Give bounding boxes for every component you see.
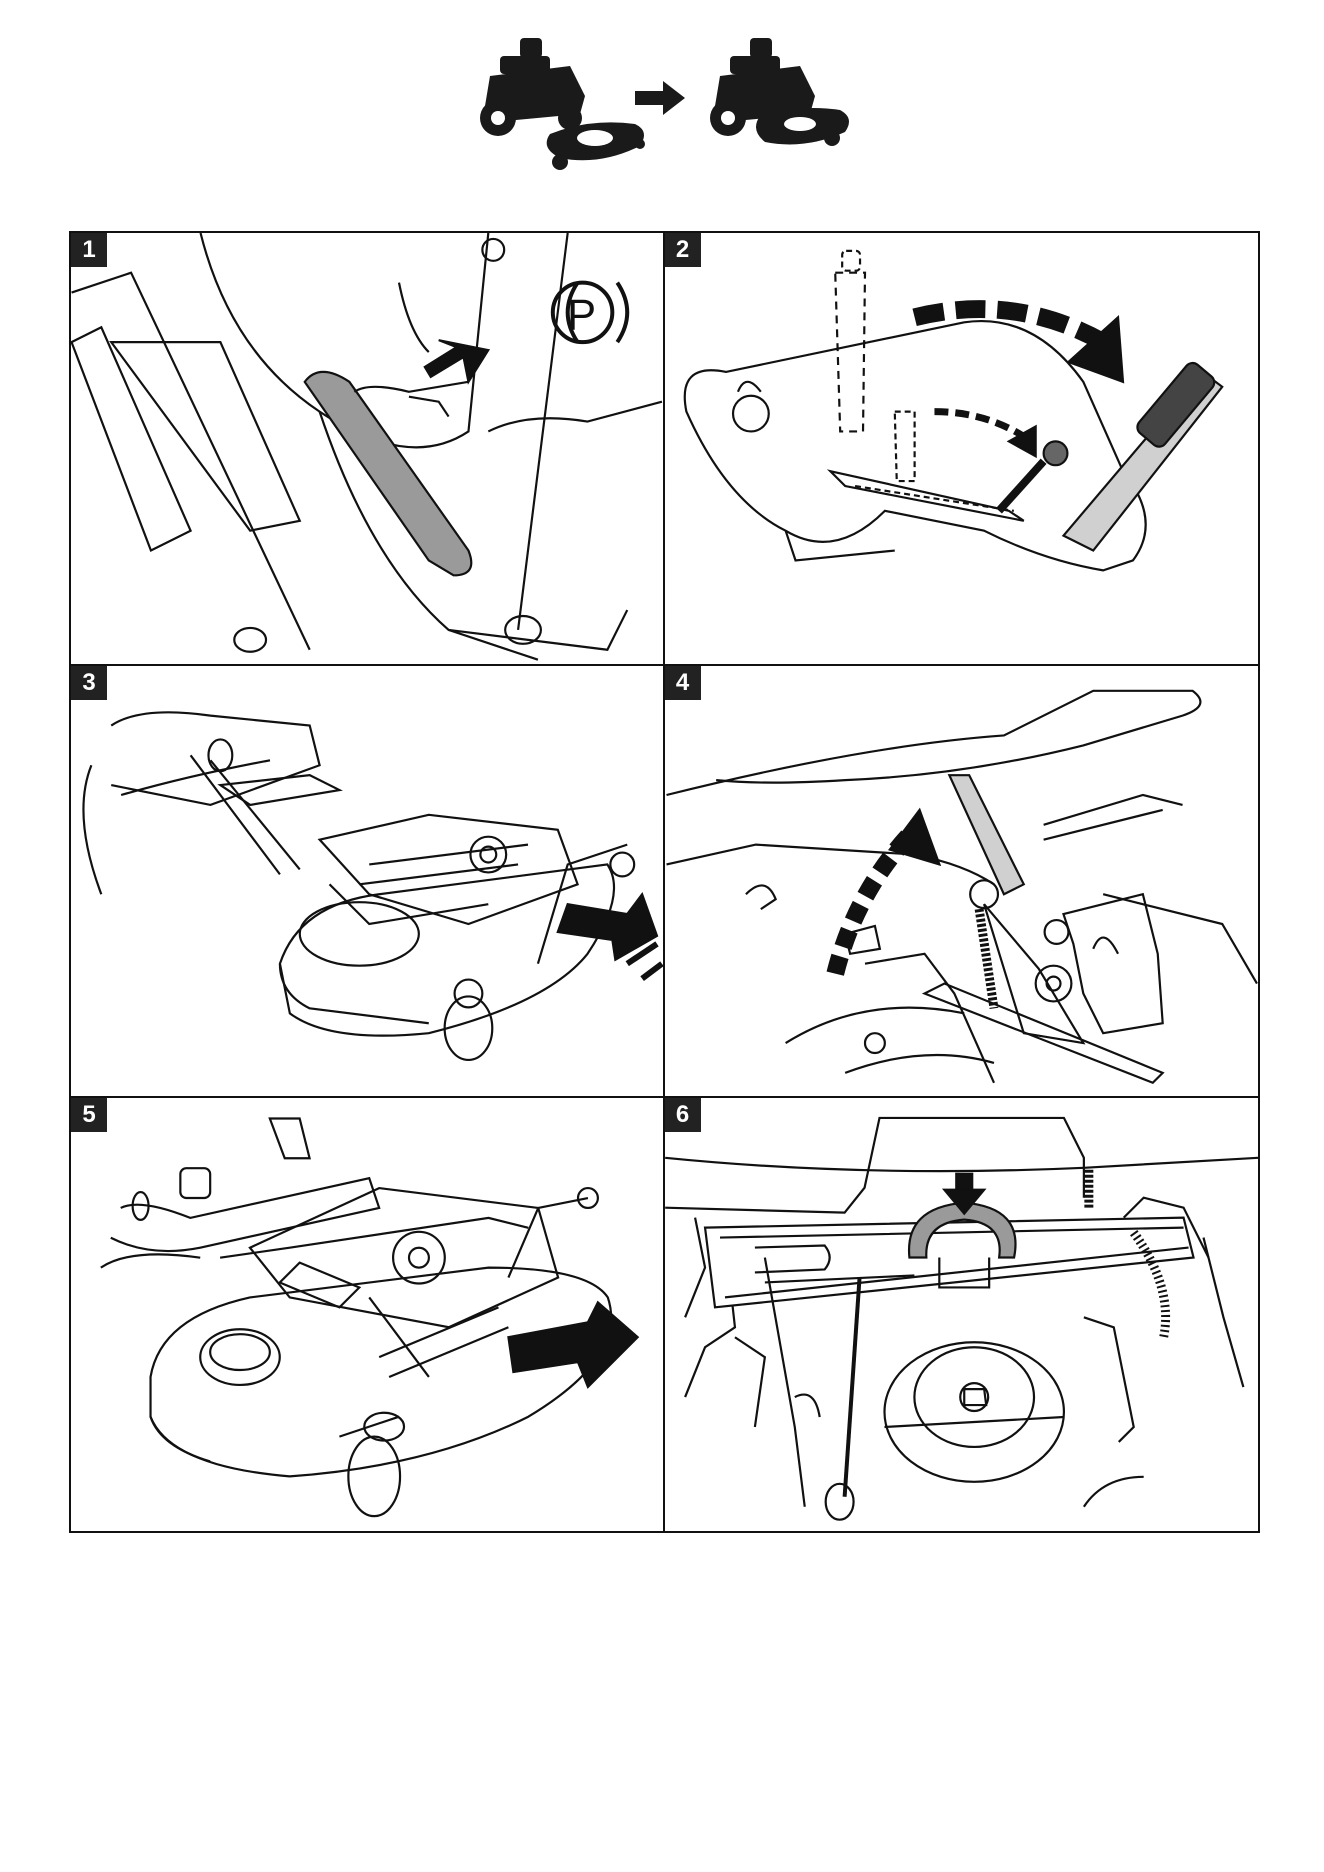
step-number: 2 xyxy=(665,233,701,267)
deck-icon xyxy=(547,122,645,170)
parking-brake-icon: P xyxy=(71,233,663,664)
step-panel-2: 2 xyxy=(665,233,1259,666)
belt-hook-icon xyxy=(665,1098,1259,1531)
step-number: 6 xyxy=(665,1098,701,1132)
step-number: 5 xyxy=(71,1098,107,1132)
mower-attach-deck-icon xyxy=(460,26,860,176)
step-number: 3 xyxy=(71,666,107,700)
deck-roll-in-icon xyxy=(71,666,663,1097)
tractor-with-deck-icon xyxy=(710,38,849,146)
lift-lever-icon xyxy=(665,233,1259,664)
step-number: 4 xyxy=(665,666,701,700)
deck-push-icon xyxy=(71,1098,663,1531)
step-panel-6: 6 xyxy=(665,1098,1259,1531)
step-panel-3: 3 xyxy=(71,666,665,1099)
step-panel-1: 1 P xyxy=(71,233,665,666)
step-panel-5: 5 xyxy=(71,1098,665,1531)
instruction-steps-grid: 1 P xyxy=(69,231,1260,1533)
step-panel-4: 4 xyxy=(665,666,1259,1099)
right-arrow-icon xyxy=(635,81,685,115)
step-number: 1 xyxy=(71,233,107,267)
parking-symbol-letter: P xyxy=(567,290,596,339)
latch-lever-icon xyxy=(665,666,1259,1097)
